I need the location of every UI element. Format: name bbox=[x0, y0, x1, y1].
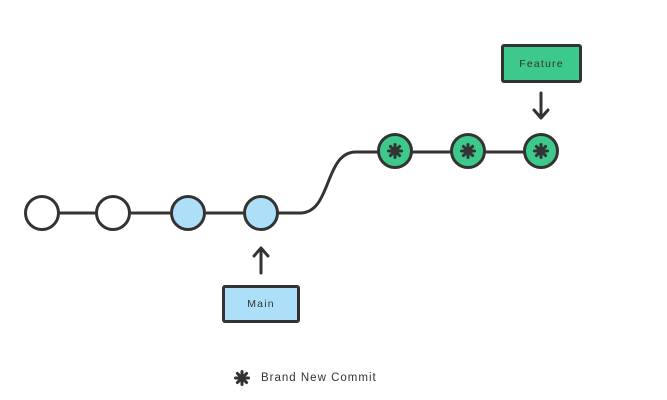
new-commit-icon bbox=[533, 143, 549, 159]
new-commit-icon bbox=[460, 143, 476, 159]
main-branch-label: Main bbox=[222, 285, 300, 323]
down-arrow-icon bbox=[532, 91, 550, 120]
main-commit-node-3 bbox=[170, 195, 206, 231]
main-branch-label-text: Main bbox=[247, 298, 275, 310]
feature-branch-label-text: Feature bbox=[519, 57, 564, 70]
legend: Brand New Commit bbox=[234, 366, 377, 390]
main-commit-node-2 bbox=[95, 195, 131, 231]
main-commit-node-1 bbox=[24, 195, 60, 231]
branch-connector-path bbox=[42, 150, 541, 215]
up-arrow-icon bbox=[252, 246, 270, 275]
feature-branch-label: Feature bbox=[501, 44, 582, 83]
main-commit-node-4 bbox=[243, 195, 279, 231]
new-commit-icon bbox=[234, 370, 250, 386]
new-commit-icon bbox=[387, 143, 403, 159]
legend-label: Brand New Commit bbox=[261, 372, 377, 384]
